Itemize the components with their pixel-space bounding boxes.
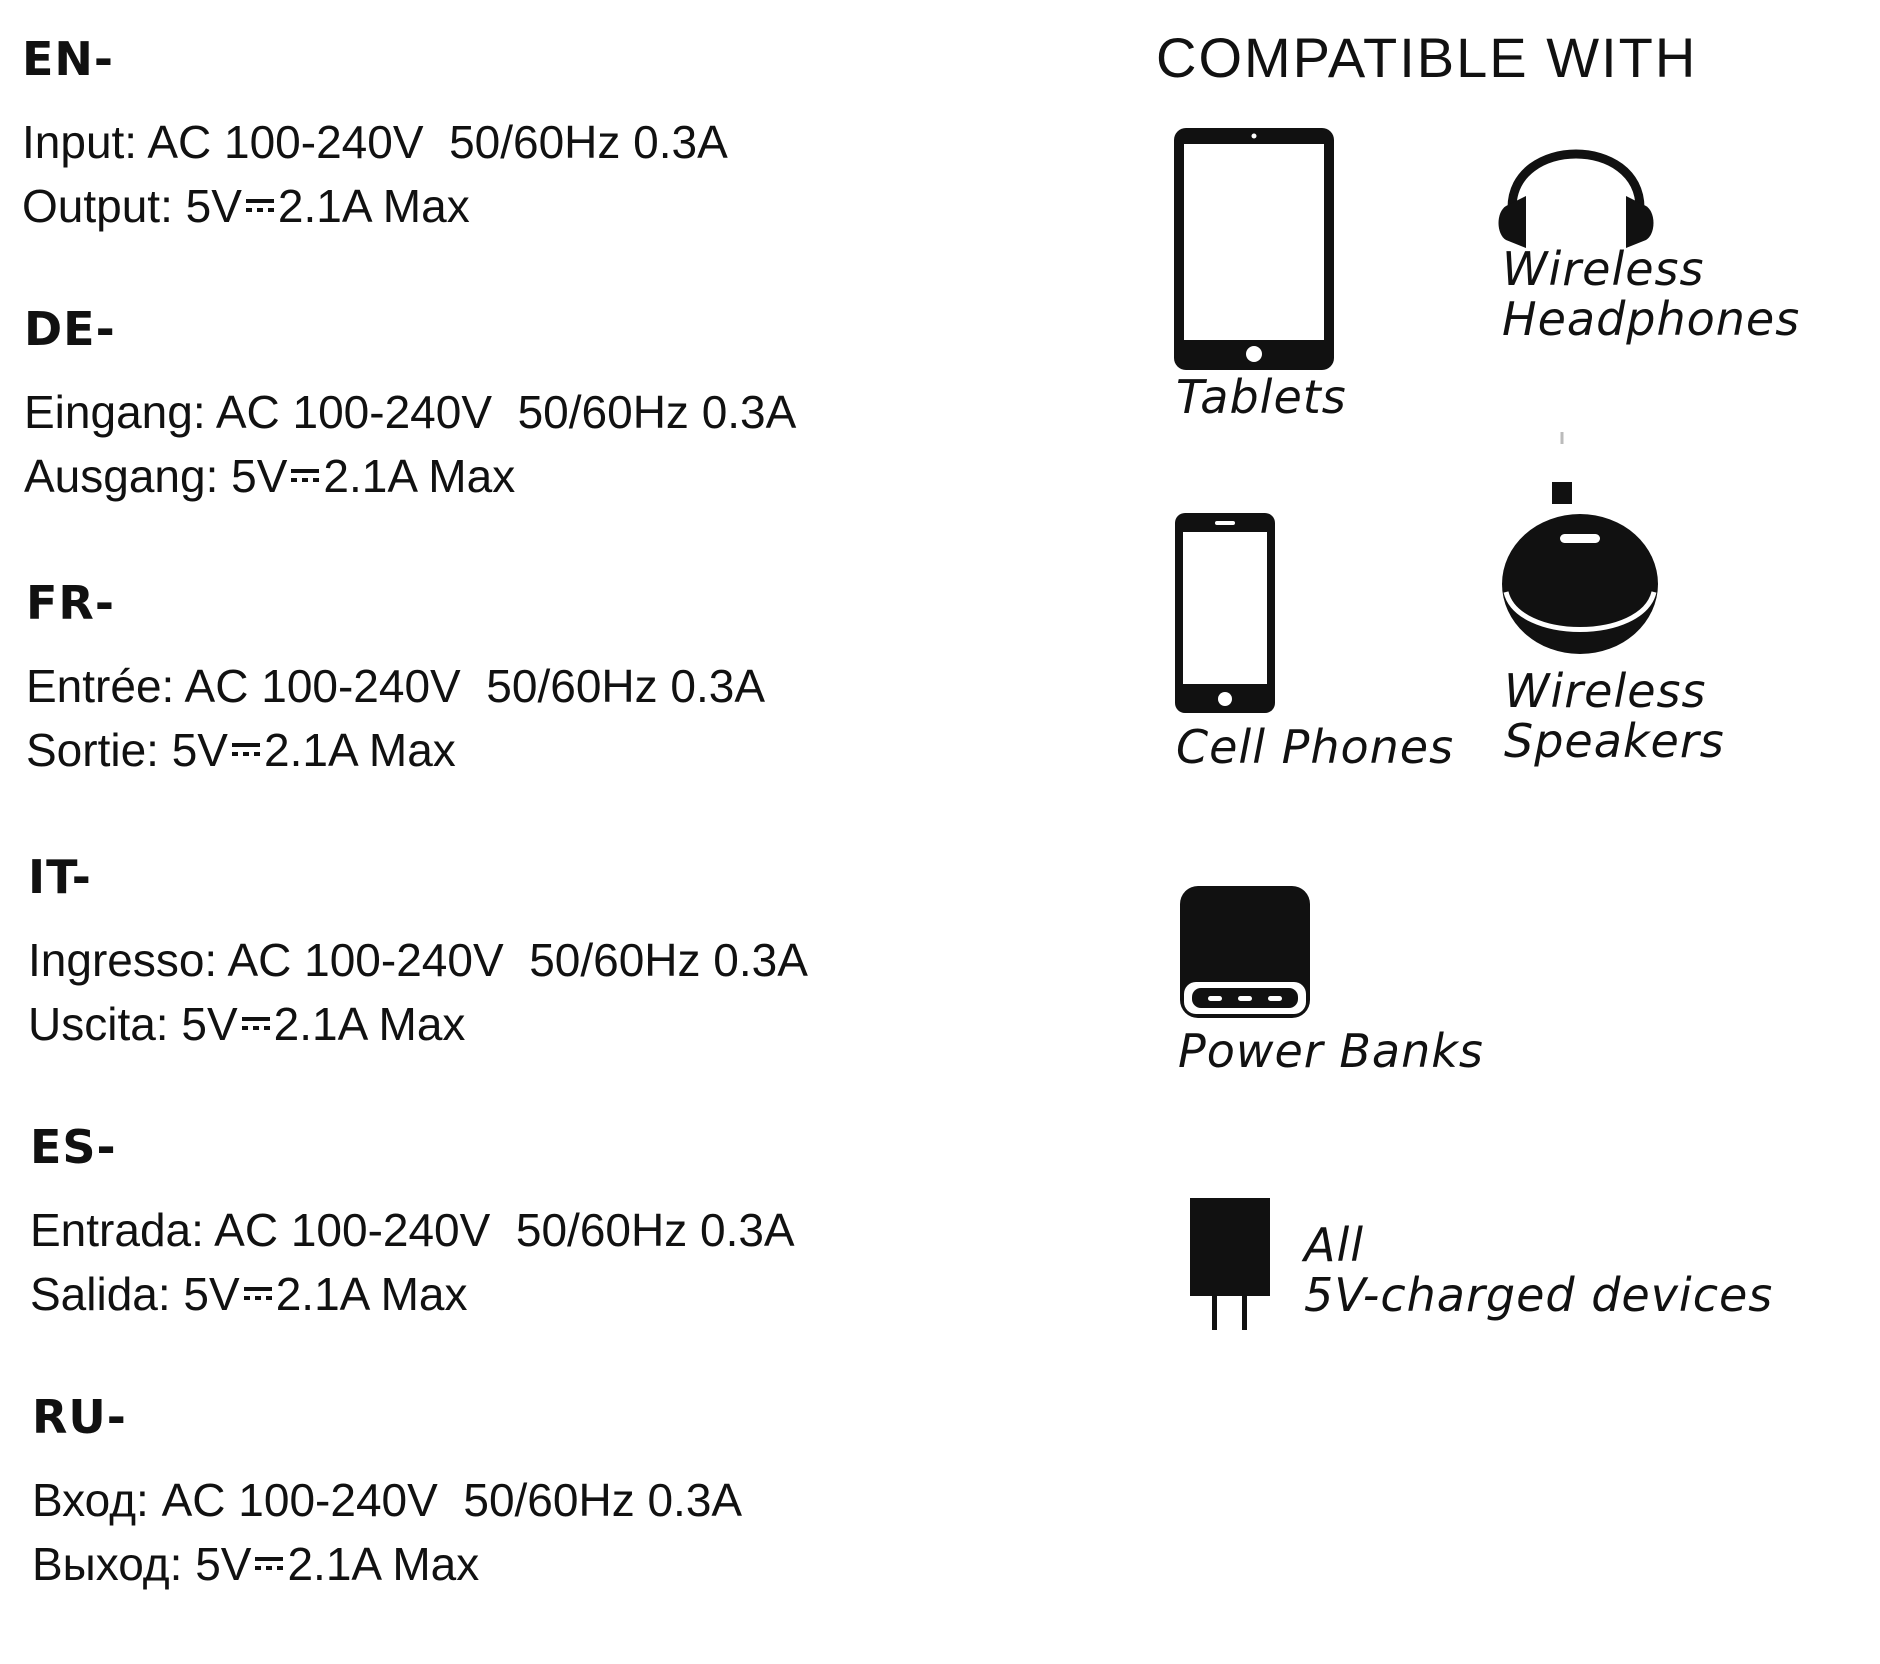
dc-symbol-icon: [241, 1015, 270, 1033]
output-prefix: Salida: 5V: [30, 1268, 240, 1320]
output-spec: Uscita: 5V 2.1A Max: [28, 992, 1028, 1056]
input-spec: Вход: AC 100-240V 50/60Hz 0.3A: [32, 1474, 743, 1526]
dc-symbol-icon: [291, 467, 320, 485]
output-spec: Sortie: 5V 2.1A Max: [26, 718, 1026, 782]
charger-plug-icon: [1190, 1198, 1270, 1330]
lang-code: RU-: [32, 1390, 127, 1444]
output-spec: Output: 5V 2.1A Max: [22, 174, 1022, 238]
speakers-label: Wireless Speakers: [1504, 666, 1725, 766]
power-banks-label: Power Banks: [1178, 1024, 1484, 1078]
speakers-label-line1: Wireless: [1504, 664, 1707, 718]
spec-block-it: IT- Ingresso: AC 100-240V 50/60Hz 0.3A U…: [28, 854, 1028, 1056]
speaker-icon: [1502, 432, 1658, 654]
output-suffix: 2.1A Max: [275, 1268, 468, 1320]
output-spec: Ausgang: 5V 2.1A Max: [24, 444, 1024, 508]
compatible-title: COMPATIBLE WITH: [1156, 26, 1698, 89]
input-spec: Input: AC 100-240V 50/60Hz 0.3A: [22, 116, 728, 168]
tablets-label: Tablets: [1176, 370, 1347, 424]
spec-block-es: ES- Entrada: AC 100-240V 50/60Hz 0.3A Sa…: [30, 1124, 1030, 1326]
dc-symbol-icon: [245, 197, 274, 215]
lang-code: IT-: [28, 850, 92, 904]
output-suffix: 2.1A Max: [264, 724, 456, 776]
lang-code: DE-: [24, 302, 116, 356]
input-spec: Entrée: AC 100-240V 50/60Hz 0.3A: [26, 660, 766, 712]
output-suffix: 2.1A Max: [277, 180, 470, 232]
output-spec: Выход: 5V 2.1A Max: [32, 1532, 1032, 1596]
output-suffix: 2.1A Max: [287, 1538, 480, 1590]
spec-block-fr: FR- Entrée: AC 100-240V 50/60Hz 0.3A Sor…: [26, 580, 1026, 782]
output-prefix: Uscita: 5V: [28, 998, 238, 1050]
dc-symbol-icon: [243, 1285, 272, 1303]
headphones-label: Wireless Headphones: [1502, 244, 1800, 344]
smartphone-icon: [1175, 513, 1275, 713]
lang-code: FR-: [26, 576, 115, 630]
tablet-icon: [1174, 128, 1334, 370]
dc-symbol-icon: [232, 741, 260, 759]
output-spec: Salida: 5V 2.1A Max: [30, 1262, 1030, 1326]
output-suffix: 2.1A Max: [273, 998, 466, 1050]
all-devices-label: All 5V-charged devices: [1304, 1220, 1773, 1320]
headphones-icon: [1498, 149, 1654, 248]
output-prefix: Выход: 5V: [32, 1538, 252, 1590]
output-prefix: Sortie: 5V: [26, 724, 228, 776]
power-bank-icon: [1180, 886, 1310, 1018]
output-prefix: Output: 5V: [22, 180, 242, 232]
lang-code: ES-: [30, 1120, 117, 1174]
all-devices-label-line2: 5V-charged devices: [1304, 1268, 1774, 1322]
spec-block-de: DE- Eingang: AC 100-240V 50/60Hz 0.3A Au…: [24, 306, 1024, 508]
headphones-label-line2: Headphones: [1502, 292, 1801, 346]
all-devices-label-line1: All: [1304, 1218, 1365, 1272]
lang-code: EN-: [22, 32, 115, 86]
spec-block-ru: RU- Вход: AC 100-240V 50/60Hz 0.3A Выход…: [32, 1394, 1032, 1596]
headphones-label-line1: Wireless: [1502, 242, 1705, 296]
input-spec: Eingang: AC 100-240V 50/60Hz 0.3A: [24, 386, 797, 438]
output-prefix: Ausgang: 5V: [24, 450, 288, 502]
speakers-label-line2: Speakers: [1504, 714, 1725, 768]
spec-block-en: EN- Input: AC 100-240V 50/60Hz 0.3A Outp…: [22, 36, 1022, 238]
input-spec: Entrada: AC 100-240V 50/60Hz 0.3A: [30, 1204, 795, 1256]
cell-phones-label: Cell Phones: [1176, 720, 1455, 774]
input-spec: Ingresso: AC 100-240V 50/60Hz 0.3A: [28, 934, 808, 986]
output-suffix: 2.1A Max: [323, 450, 516, 502]
dc-symbol-icon: [255, 1555, 284, 1573]
